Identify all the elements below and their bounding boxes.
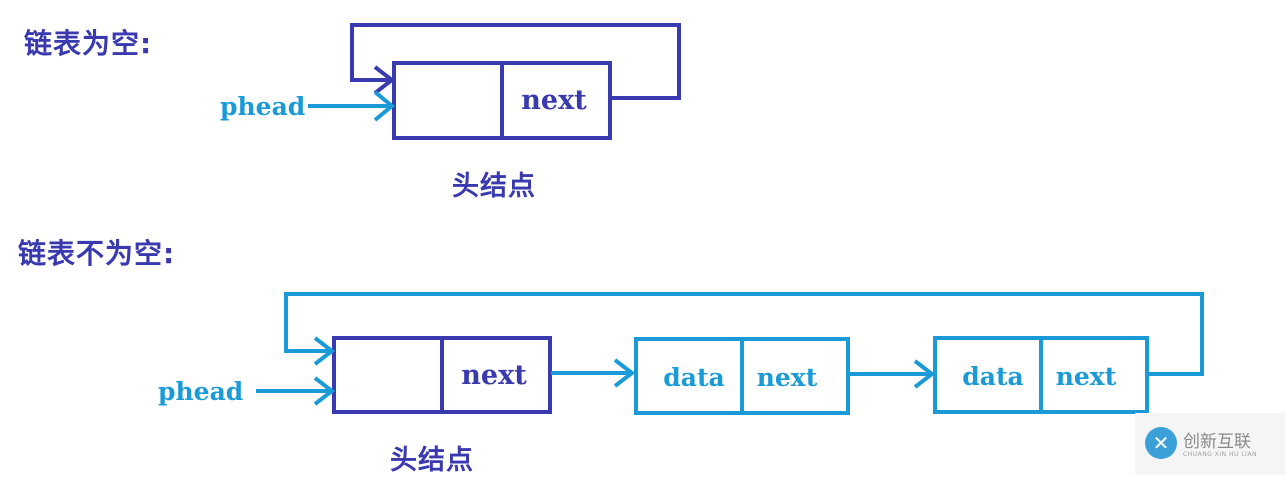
head-node-next-label: next — [521, 85, 587, 116]
heading-empty-list: 链表为空: — [24, 27, 153, 60]
phead-arrowhead-nonempty — [313, 376, 336, 406]
head-node-next-label-2: next — [461, 360, 527, 391]
empty-list-group: next phead — [220, 23, 681, 140]
swirl-logo-icon: ✕ — [1145, 427, 1177, 459]
head-node-caption-empty: 头结点 — [452, 171, 536, 202]
watermark-text-cn: 创新互联 — [1183, 432, 1251, 452]
data-node-1-next-label: next — [757, 363, 818, 392]
circular-return-arrowhead — [313, 336, 336, 366]
circular-return-arrow — [284, 292, 1204, 376]
phead-label-empty: phead — [220, 92, 305, 121]
self-loop-arrowhead — [373, 65, 396, 95]
phead-label-nonempty: phead — [158, 377, 243, 406]
watermark-text-en: CHUANG XIN HU LIAN — [1183, 451, 1258, 458]
self-loop-arrow — [350, 23, 681, 100]
link-arrowhead-head-to-node1 — [613, 358, 636, 388]
data-node-1-data-label: data — [663, 363, 724, 392]
data-node-2-next-label: next — [1056, 362, 1117, 391]
nonempty-list-group: next data next data next phead — [158, 292, 1204, 415]
watermark: ✕ 创新互联 CHUANG XIN HU LIAN — [1135, 413, 1285, 475]
link-arrowhead-node1-to-node2 — [913, 359, 936, 389]
heading-nonempty-list: 链表不为空: — [18, 237, 176, 270]
phead-arrowhead-empty — [373, 90, 396, 122]
data-node-2-data-label: data — [962, 362, 1023, 391]
head-node-caption-nonempty: 头结点 — [390, 445, 474, 476]
